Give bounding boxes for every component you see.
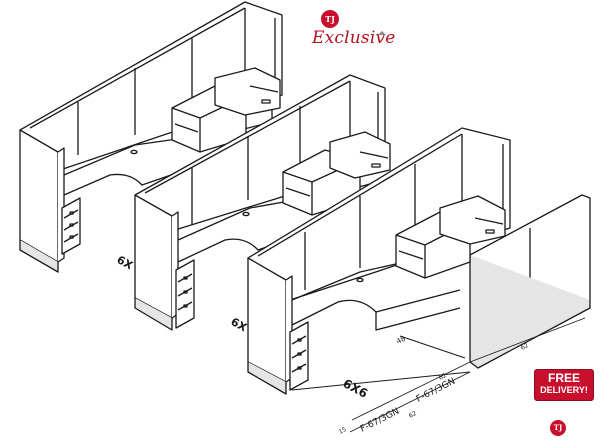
label-station-2: 6X bbox=[229, 315, 250, 334]
cubicle-1 bbox=[19, 1, 283, 273]
cubicle-2 bbox=[134, 74, 391, 331]
dimension-lines bbox=[349, 317, 586, 433]
label-panel-code-1: F-67/3GN bbox=[359, 407, 401, 435]
label-dim-15: 15 bbox=[338, 426, 348, 436]
label-dim-48: 48 bbox=[395, 335, 407, 346]
house-roof-icon bbox=[378, 31, 386, 35]
label-panel-code-2: F-67/3GN bbox=[415, 377, 457, 405]
badge-line-2: DELIVERY! bbox=[540, 385, 588, 395]
label-dim-62-b: 62 bbox=[438, 372, 448, 382]
cubicle-3 bbox=[247, 127, 591, 395]
brand-mark-icon: TJ bbox=[321, 10, 339, 28]
label-layout: 6X6 bbox=[341, 376, 370, 401]
badge-line-1: FREE bbox=[547, 371, 580, 385]
corner-logo-icon: TJ bbox=[550, 420, 566, 436]
label-dim-62-c: 62 bbox=[520, 342, 530, 352]
brand-name: Exclusive bbox=[312, 28, 396, 48]
label-station-1: 6X bbox=[115, 253, 136, 272]
free-delivery-badge: FREE DELIVERY! bbox=[534, 369, 594, 401]
label-dim-62-a: 62 bbox=[408, 410, 418, 420]
brand-logo: TJ Exclusive bbox=[300, 10, 400, 58]
